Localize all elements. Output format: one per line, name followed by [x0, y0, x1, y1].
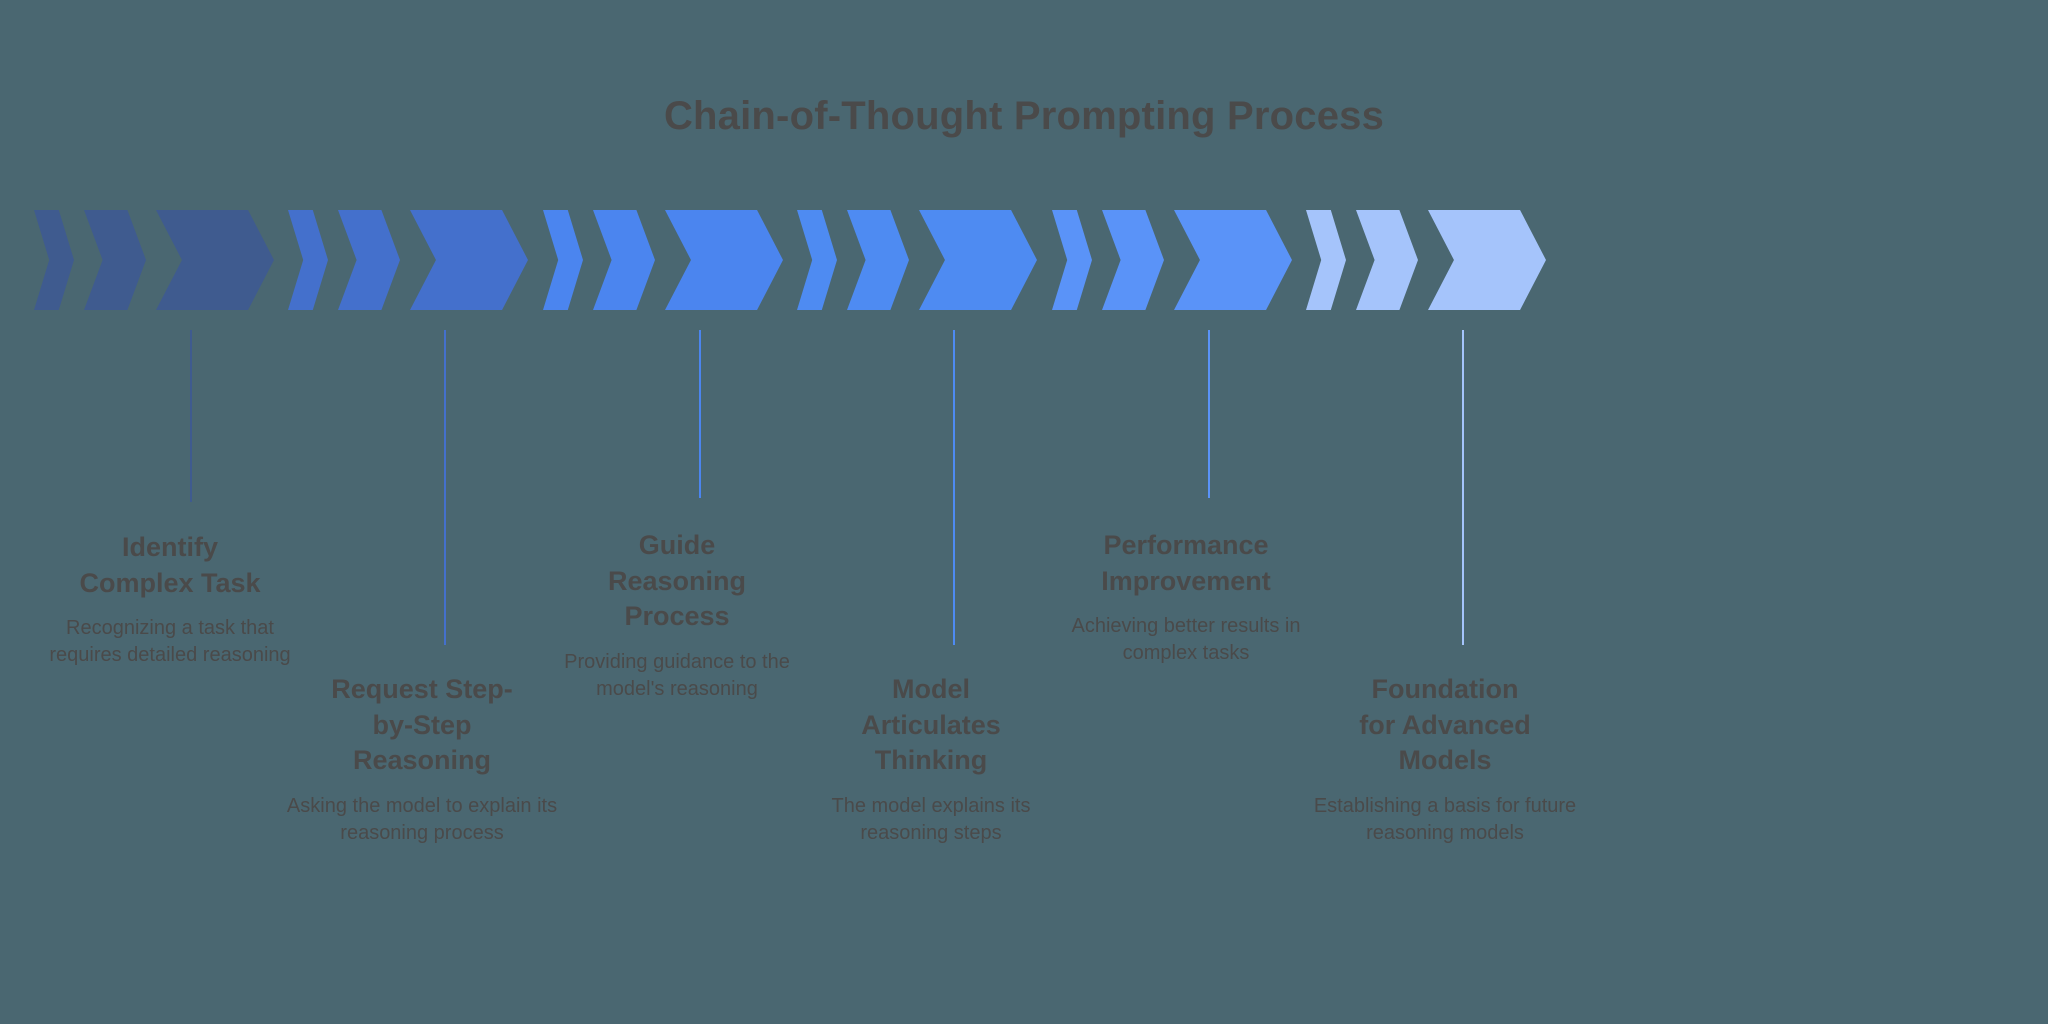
step-title-step-5: Performance Improvement [1046, 528, 1326, 599]
step-description-step-4: The model explains its reasoning steps [831, 794, 1031, 844]
chevron-icon [84, 210, 146, 310]
chevron-icon [847, 210, 909, 310]
step-title-line: Improvement [1101, 565, 1271, 596]
page-title: Chain-of-Thought Prompting Process [663, 94, 1385, 138]
step-title-line: Complex Task [79, 567, 261, 598]
chevron-icon [1102, 210, 1164, 310]
label-block-step-6: Foundation for Advanced Models Establish… [1300, 672, 1590, 847]
chevron-group-step-3 [543, 210, 783, 310]
chevron-icon [410, 210, 528, 310]
connector-line-step-2 [444, 330, 446, 645]
connector-line-step-5 [1208, 330, 1210, 498]
step-title-line: Models [1398, 745, 1492, 776]
step-title-step-2: Request Step- by-Step Reasoning [282, 672, 562, 779]
chevron-icon [919, 210, 1037, 310]
label-block-step-4: Model Articulates Thinking The model exp… [791, 672, 1071, 847]
step-description-step-2: Asking the model to explain its reasonin… [286, 794, 558, 844]
step-title-line: Model [892, 674, 970, 704]
step-title-step-4: Model Articulates Thinking [791, 672, 1071, 779]
chevron-icon [34, 210, 74, 310]
chevron-icon [797, 210, 837, 310]
step-title-step-1: Identify Complex Task [30, 530, 310, 601]
connector-line-step-3 [699, 330, 701, 498]
label-block-step-2: Request Step- by-Step Reasoning Asking t… [282, 672, 562, 847]
connector-line-step-6 [1462, 330, 1464, 645]
chevron-icon [1428, 210, 1546, 310]
step-title-line: Articulates [861, 709, 1001, 740]
chevron-icon [543, 210, 583, 310]
step-description-step-5: Achieving better results in complex task… [1071, 615, 1301, 665]
connector-line-step-1 [190, 330, 192, 502]
step-title-step-3: Guide Reasoning Process [537, 528, 817, 635]
step-title-line: Identify [121, 532, 218, 562]
step-title-line: Reasoning [352, 745, 492, 776]
step-title-step-6: Foundation for Advanced Models [1300, 672, 1590, 779]
step-description-step-1: Recognizing a task that requires detaile… [49, 617, 291, 667]
chevron-icon [288, 210, 328, 310]
chevron-icon [156, 210, 274, 310]
label-block-step-1: Identify Complex Task Recognizing a task… [30, 530, 310, 669]
chevron-icon [338, 210, 400, 310]
step-title-line: by-Step [372, 709, 472, 740]
label-block-step-3: Guide Reasoning Process Providing guidan… [537, 528, 817, 703]
chevron-icon [593, 210, 655, 310]
chevron-group-step-2 [288, 210, 528, 310]
chevron-icon [1356, 210, 1418, 310]
step-description-step-6: Establishing a basis for future reasonin… [1313, 794, 1577, 844]
chevron-group-step-1 [34, 210, 274, 310]
chevron-icon [1052, 210, 1092, 310]
chevron-icon [665, 210, 783, 310]
step-title-line: Thinking [874, 745, 988, 776]
step-title-line: Performance [1103, 530, 1269, 560]
step-description-step-3: Providing guidance to the model's reason… [564, 650, 790, 700]
step-title-line: Process [624, 601, 730, 632]
step-title-line: Guide [638, 530, 716, 560]
chevron-icon [1306, 210, 1346, 310]
connector-line-step-4 [953, 330, 955, 645]
chevron-group-step-5 [1052, 210, 1292, 310]
step-title-line: Reasoning [607, 565, 747, 596]
step-title-line: Foundation [1371, 674, 1519, 704]
chevron-group-step-4 [797, 210, 1037, 310]
chevron-icon [1174, 210, 1292, 310]
label-block-step-5: Performance Improvement Achieving better… [1046, 528, 1326, 667]
step-title-line: Request Step- [331, 674, 513, 704]
chevron-group-step-6 [1306, 210, 1546, 310]
step-title-line: for Advanced [1359, 709, 1531, 740]
